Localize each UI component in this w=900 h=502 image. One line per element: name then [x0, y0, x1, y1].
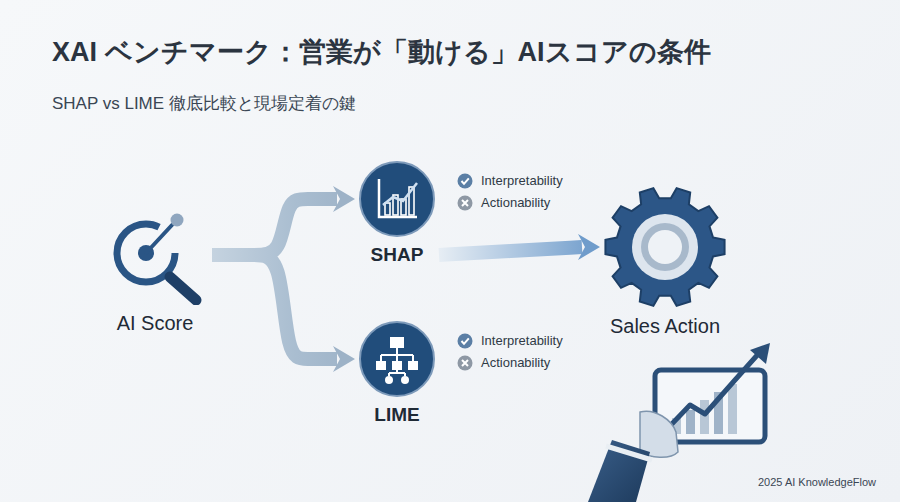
check-icon	[458, 174, 473, 349]
flow-arrow	[212, 255, 337, 359]
flow-arrow	[439, 247, 582, 255]
shap-icon	[357, 159, 437, 239]
lime-icon	[357, 319, 437, 399]
flow-arrow	[212, 199, 337, 255]
criterion-label: Interpretability	[481, 173, 563, 188]
node-label: Sales Action	[610, 314, 720, 338]
node-label: AI Score	[117, 311, 194, 335]
gear-icon	[602, 184, 728, 310]
node-label: LIME	[374, 403, 419, 427]
watermark: 2025 AI KnowledgeFlow	[758, 476, 876, 488]
action-gear: Sales Action	[600, 184, 730, 338]
criterion-label: Actionability	[481, 355, 550, 370]
title: XAI ベンチマーク：営業が「動ける」AIスコアの条件	[52, 34, 711, 70]
ai-score-node: AI Score	[98, 205, 212, 335]
node-label: SHAP	[371, 243, 424, 267]
subtitle: SHAP vs LIME 徹底比較と現場定着の鍵	[52, 92, 356, 115]
cross-icon	[458, 196, 473, 371]
criterion-label: Actionability	[481, 195, 550, 210]
criterion-label: Interpretability	[481, 333, 563, 348]
tablet-illustration	[588, 343, 770, 502]
score-icon	[100, 205, 210, 305]
method-circle: LIME	[355, 319, 439, 427]
method-circle: SHAP	[355, 159, 439, 267]
